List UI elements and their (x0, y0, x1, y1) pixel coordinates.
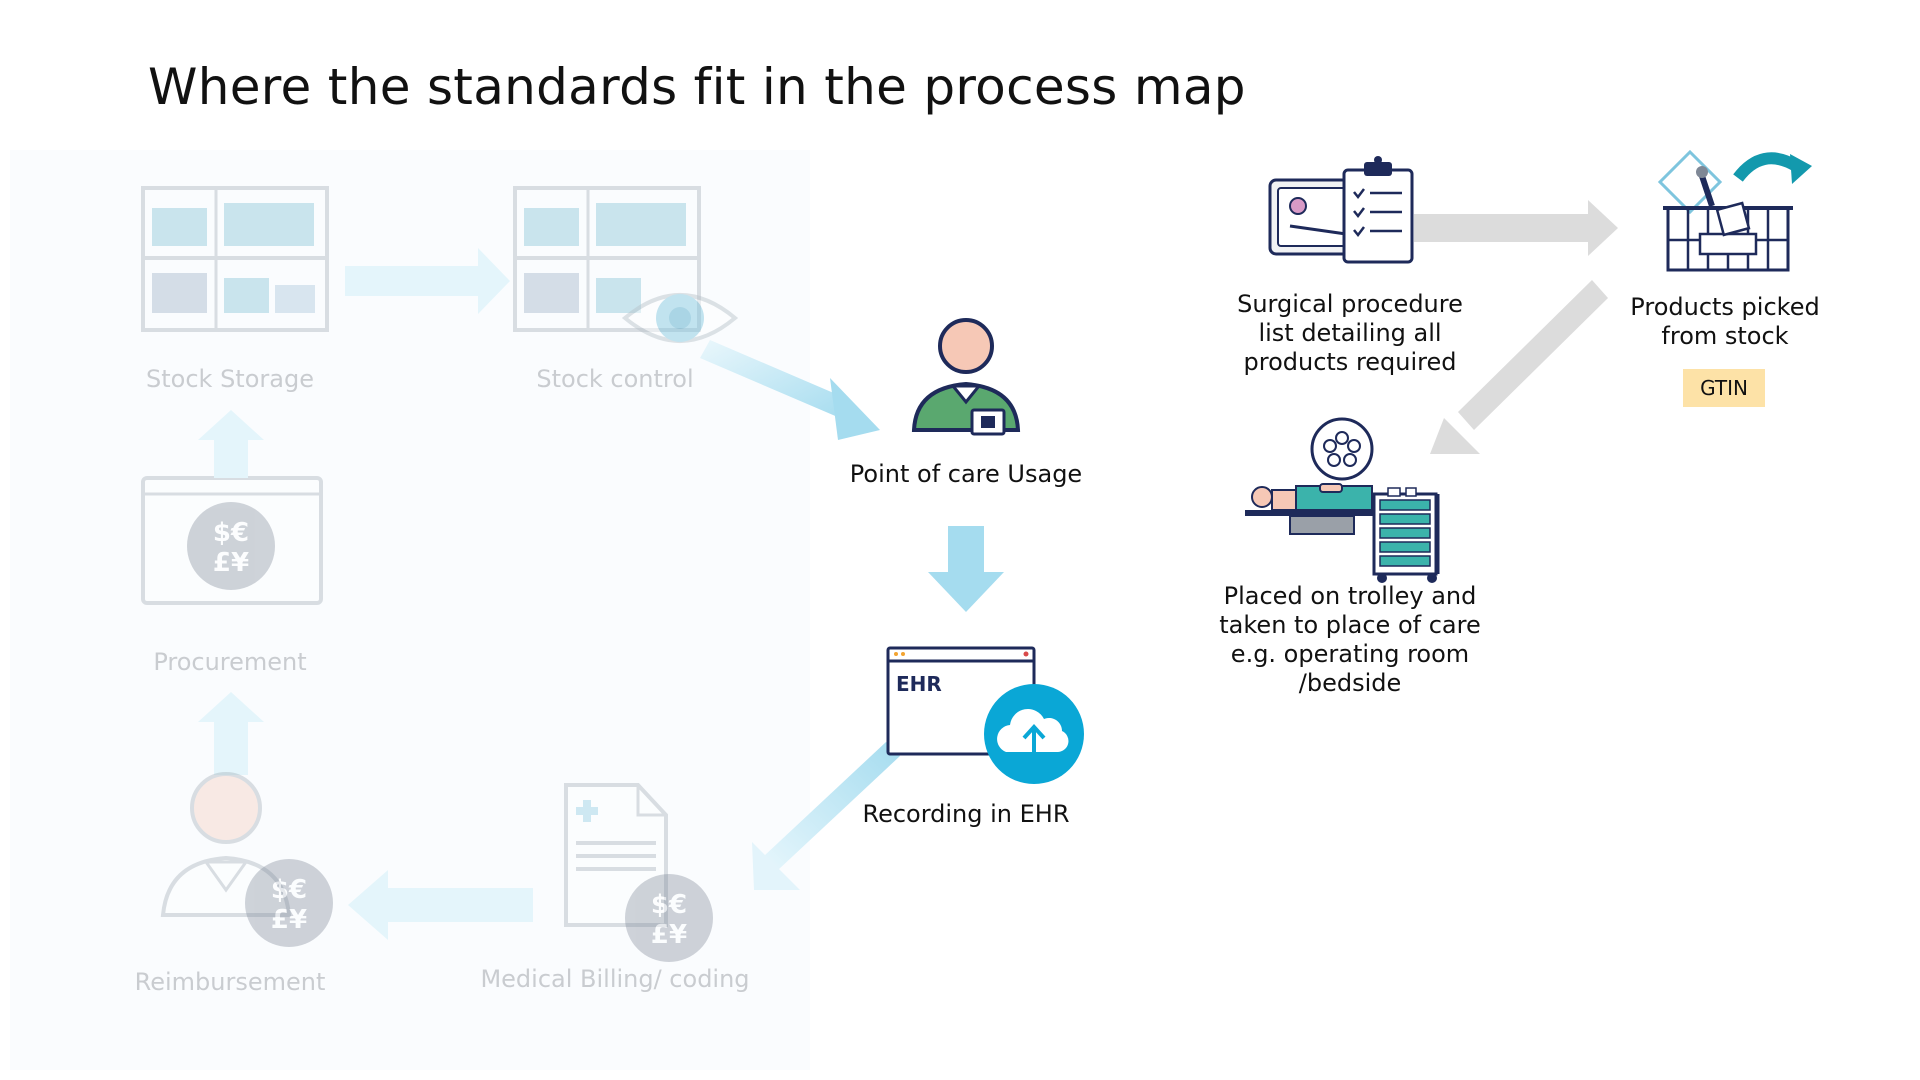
label-procurement: Procurement (153, 648, 307, 676)
procurement-window-icon (141, 476, 323, 605)
label-recording-ehr: Recording in EHR (862, 800, 1070, 828)
ehr-screen-label: EHR (896, 672, 942, 696)
arrow-control-to-point-of-care (700, 340, 880, 440)
arrow-list-to-products (1414, 200, 1618, 256)
arrow-point-of-care-to-ehr (928, 526, 1004, 612)
gtin-badge: GTIN (1683, 369, 1765, 407)
arrow-products-to-trolley (1430, 280, 1608, 454)
label-placed-trolley: Placed on trolley and taken to place of … (1219, 582, 1481, 697)
shelf-storage-icon (141, 186, 329, 332)
cloud-upload-icon (984, 684, 1084, 784)
billing-document-icon (564, 783, 668, 927)
label-stock-control: Stock control (536, 365, 694, 393)
currency-coin-icon: $€ £¥ (625, 874, 713, 962)
arrow-ehr-to-billing (752, 742, 900, 890)
svg-text:£¥: £¥ (271, 905, 307, 935)
label-products-picked: Products picked from stock (1630, 293, 1820, 350)
svg-text:£¥: £¥ (651, 920, 687, 950)
shopping-basket-icon (1657, 149, 1793, 272)
label-surgical-list: Surgical procedure list detailing all pr… (1237, 290, 1463, 376)
label-point-of-care: Point of care Usage (849, 460, 1083, 488)
label-medical-billing: Medical Billing/ coding (480, 965, 750, 993)
patient-on-bed-icon (1245, 483, 1400, 535)
trolley-icon (1372, 487, 1440, 583)
arrow-storage-to-control (345, 248, 510, 314)
operating-light-icon (1310, 417, 1374, 481)
shelf-control-icon (513, 186, 701, 332)
clipboard-checklist-icon (1342, 156, 1414, 264)
label-stock-storage: Stock Storage (146, 365, 314, 393)
currency-coin-icon: $€ £¥ (187, 502, 275, 590)
svg-text:$€: $€ (271, 875, 307, 905)
svg-text:$€: $€ (213, 518, 249, 548)
currency-coin-icon: $€ £¥ (245, 859, 333, 947)
arrow-procurement-to-storage (198, 410, 264, 478)
page-title: Where the standards fit in the process m… (148, 58, 1246, 116)
svg-text:$€: $€ (651, 890, 687, 920)
arrow-billing-to-reimbursement (348, 870, 533, 940)
curved-arrow-icon (1733, 152, 1812, 184)
reimbursement-person-icon (160, 772, 292, 917)
clinician-person-icon (911, 318, 1021, 436)
svg-text:£¥: £¥ (213, 548, 249, 578)
label-reimbursement: Reimbursement (134, 968, 326, 996)
arrow-reimbursement-to-procurement (198, 692, 264, 775)
eye-icon (621, 293, 739, 343)
